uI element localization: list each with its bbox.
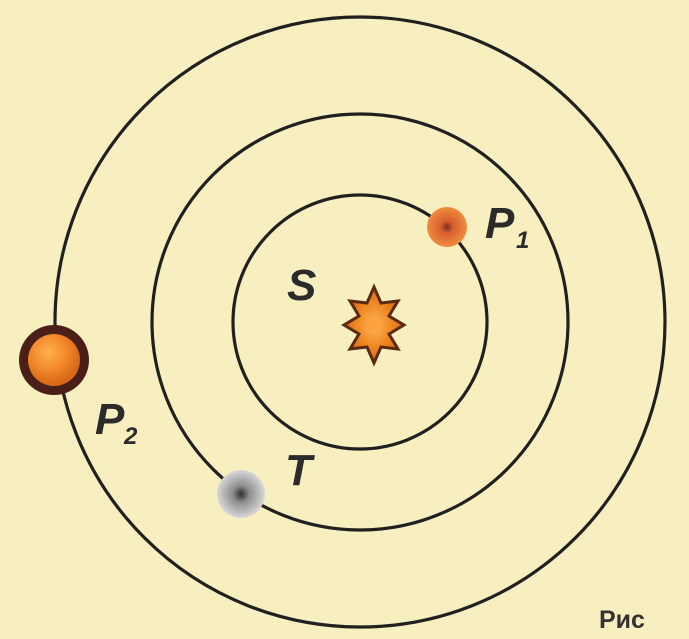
figure-caption: Рис bbox=[599, 606, 645, 634]
t-label: T bbox=[285, 446, 315, 495]
p1-subscript: 1 bbox=[516, 227, 529, 254]
middle-orbit bbox=[150, 112, 570, 532]
p2-label-group: P 2 bbox=[95, 395, 138, 450]
t-icon bbox=[217, 470, 265, 518]
p2-subscript: 2 bbox=[123, 423, 138, 450]
p2-icon bbox=[28, 334, 80, 386]
outer-orbit bbox=[53, 15, 667, 629]
p2-label: P bbox=[95, 395, 125, 444]
sun bbox=[341, 283, 407, 367]
inner-orbit bbox=[231, 193, 489, 451]
p1-label-group: P 1 bbox=[485, 199, 529, 254]
p1-icon bbox=[427, 207, 467, 247]
sun-core bbox=[368, 319, 380, 331]
p1-label: P bbox=[485, 199, 515, 248]
planet-p1 bbox=[427, 207, 467, 247]
planet-t bbox=[217, 470, 265, 518]
planet-p2 bbox=[19, 325, 89, 395]
sun-label: S bbox=[287, 261, 316, 310]
